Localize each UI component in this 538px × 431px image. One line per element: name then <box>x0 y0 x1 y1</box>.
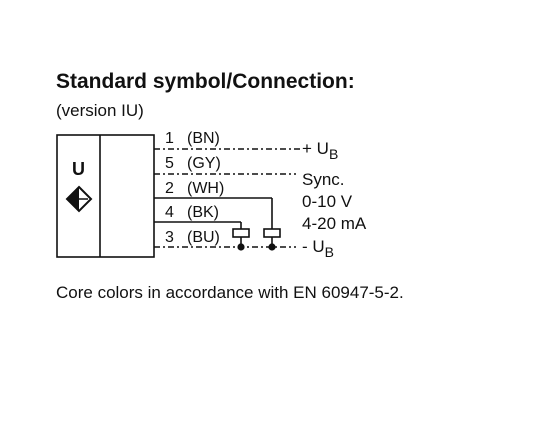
version-label: (version IU) <box>56 101 144 120</box>
pin-5-color: (GY) <box>187 155 221 172</box>
pin-4-number: 4 <box>165 204 174 221</box>
pin-1-color: (BN) <box>187 130 220 147</box>
pin-2-number: 2 <box>165 180 174 197</box>
negative-supply-label: - UB <box>302 237 334 260</box>
pin-5-number: 5 <box>165 155 174 172</box>
diagram-title: Standard symbol/Connection: <box>56 70 355 93</box>
sensor-letter: U <box>72 159 85 179</box>
proximity-sensor-diamond-icon <box>65 185 93 213</box>
pin-3-color: (BU) <box>187 229 220 246</box>
core-colors-note: Core colors in accordance with EN 60947-… <box>56 283 404 302</box>
load-resistor-current <box>263 228 281 251</box>
sync-label: Sync. <box>302 170 345 189</box>
pin-3-number: 3 <box>165 229 174 246</box>
pin-2-color: (WH) <box>187 180 224 197</box>
pin-4-color: (BK) <box>187 204 219 221</box>
voltage-output-label: 0-10 V <box>302 192 353 211</box>
sensor-body <box>56 134 155 258</box>
current-output-label: 4-20 mA <box>302 214 367 233</box>
pin-1-number: 1 <box>165 130 174 147</box>
positive-supply-label: + UB <box>302 139 338 162</box>
load-resistor-voltage <box>232 228 250 251</box>
